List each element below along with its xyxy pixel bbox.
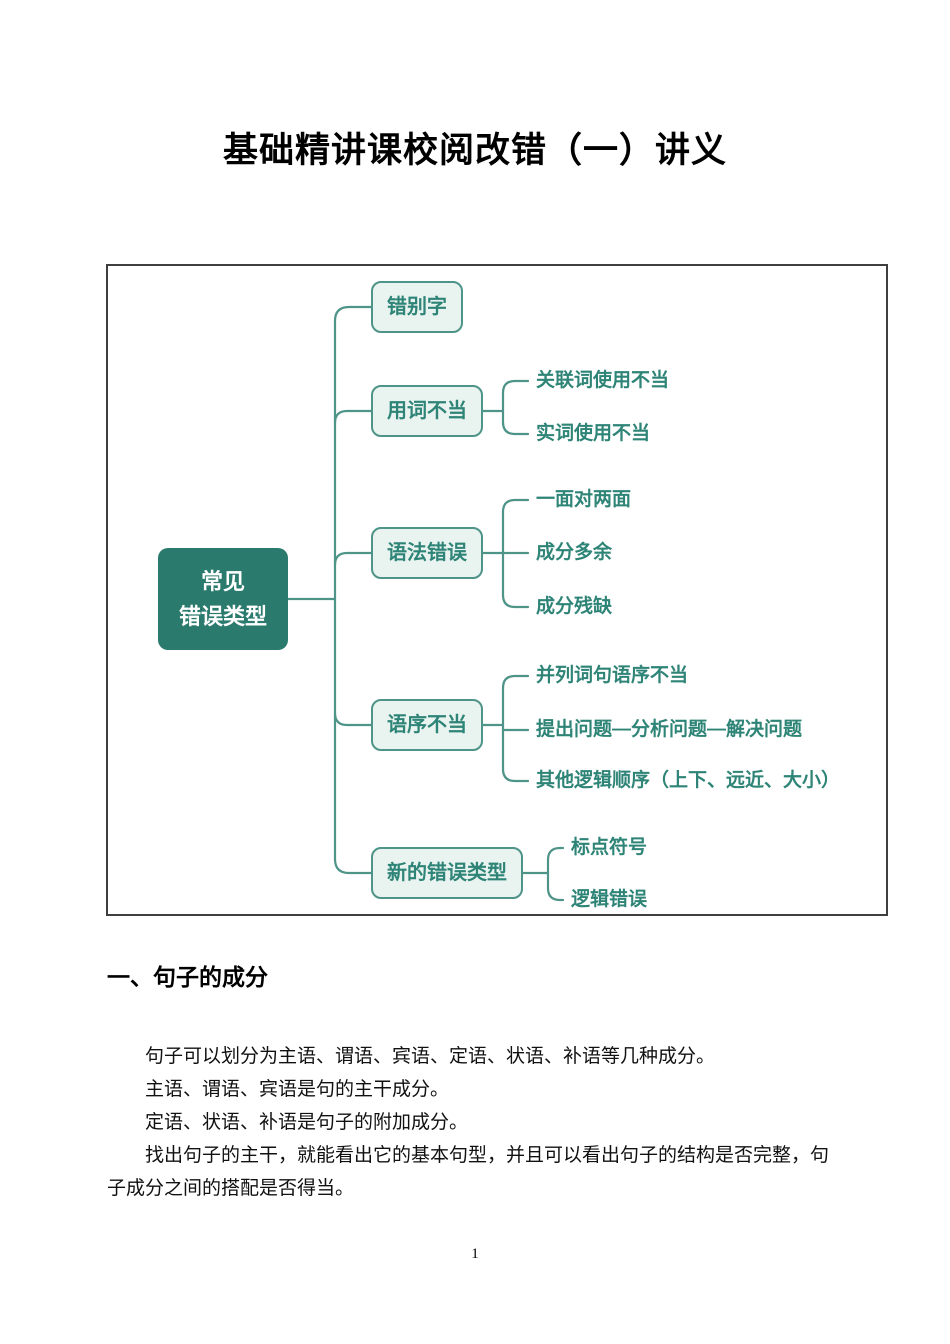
mindmap-leaf: 并列词句语序不当 xyxy=(536,665,689,686)
mindmap-leaf: 成分残缺 xyxy=(536,596,613,617)
body-paragraph: 主语、谓语、宾语是句的主干成分。 xyxy=(145,1079,450,1100)
mindmap-root-line: 常见 xyxy=(200,568,245,594)
mindmap-leaf: 一面对两面 xyxy=(536,489,632,510)
mindmap-frame: 常见 错误类型 错别字 用词不当 语法错误 语序不当 新的错误类型 关联词使用不… xyxy=(106,264,888,916)
page-number: 1 xyxy=(471,1246,479,1262)
mindmap-leaf: 实词使用不当 xyxy=(536,423,651,444)
mindmap-connector-lines xyxy=(286,305,565,902)
body-paragraph: 定语、状语、补语是句子的附加成分。 xyxy=(145,1112,469,1133)
body-text-block: 句子可以划分为主语、谓语、宾语、定语、状语、补语等几种成分。 主语、谓语、宾语是… xyxy=(107,1040,839,1205)
section-heading: 一、句子的成分 xyxy=(107,964,268,990)
mindmap-leaf: 成分多余 xyxy=(536,542,613,563)
mindmap-node-new-error-types: 新的错误类型 xyxy=(371,847,523,899)
mindmap-node-word-order: 语序不当 xyxy=(371,699,483,751)
mindmap-root-node: 常见 错误类型 xyxy=(158,548,288,650)
mindmap-node-word-misuse: 用词不当 xyxy=(371,385,483,437)
mindmap-leaf: 关联词使用不当 xyxy=(536,370,670,391)
mindmap-leaf: 提出问题—分析问题—解决问题 xyxy=(536,719,803,740)
mindmap-node-typos: 错别字 xyxy=(371,281,463,333)
mindmap-leaf: 逻辑错误 xyxy=(571,889,648,910)
mindmap-leaf: 其他逻辑顺序（上下、远近、大小） xyxy=(536,770,841,791)
mindmap-node-grammar-errors: 语法错误 xyxy=(371,527,483,579)
mindmap-leaf: 标点符号 xyxy=(571,837,648,858)
body-paragraph: 句子可以划分为主语、谓语、宾语、定语、状语、补语等几种成分。 xyxy=(145,1046,716,1067)
body-paragraph: 找出句子的主干，就能看出它的基本句型，并且可以看出句子的结构是否完整，句子成分之… xyxy=(107,1145,830,1199)
page-title: 基础精讲课校阅改错（一）讲义 xyxy=(222,131,727,170)
mindmap-root-line: 错误类型 xyxy=(178,603,267,629)
